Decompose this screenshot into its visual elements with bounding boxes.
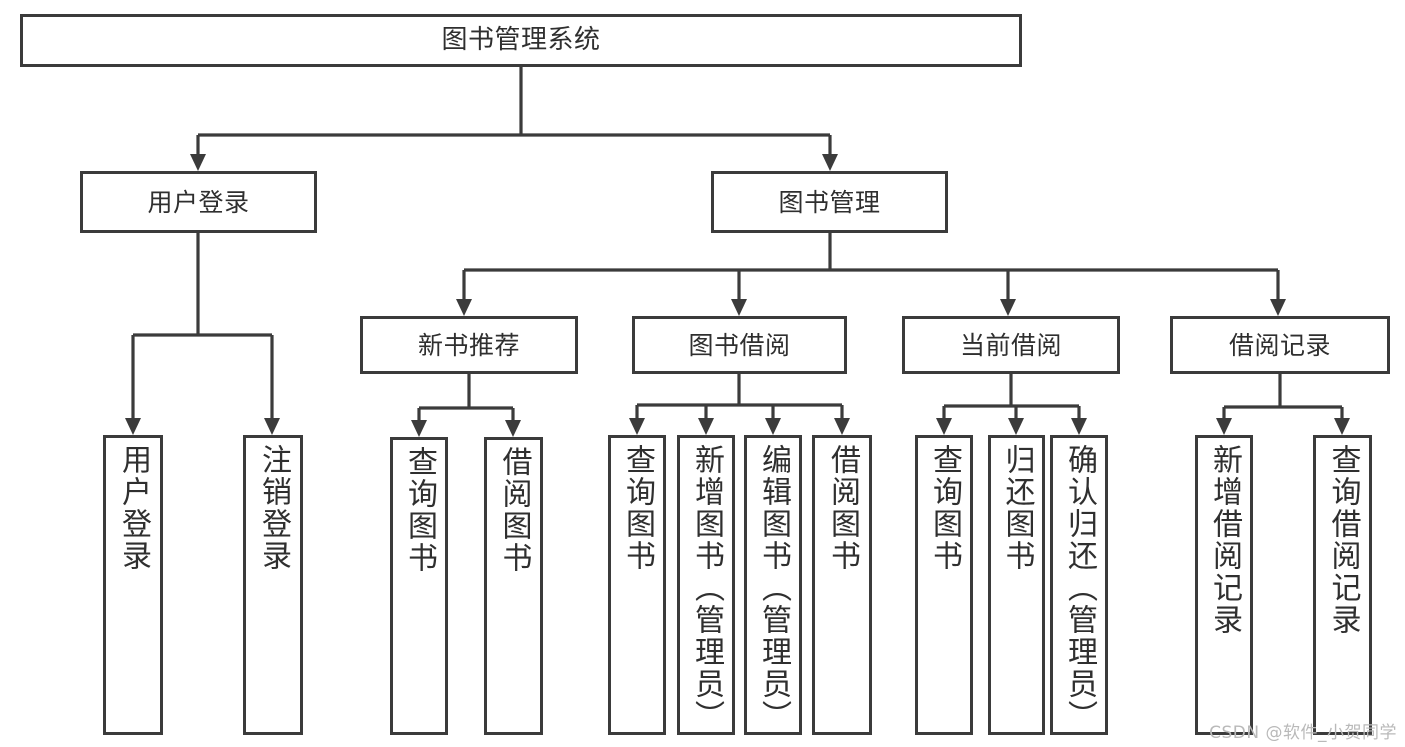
level2-node-1[interactable]: 图书管理 <box>711 171 948 233</box>
mgmt-to-level3-1-head <box>731 299 747 316</box>
group-0-to-leaf-0-head <box>411 420 427 437</box>
leaf-node-8[interactable]: 查询图书 <box>915 435 973 735</box>
level3-node-2[interactable]: 当前借阅 <box>902 316 1120 374</box>
group-2-to-leaf-0-head <box>936 418 952 435</box>
group-1-to-leaf-0-head <box>629 418 645 435</box>
leaf-node-4[interactable]: 查询图书 <box>608 435 666 735</box>
group-3-to-leaf-1-head <box>1334 418 1350 435</box>
leaf-node-11[interactable]: 新增借阅记录 <box>1195 435 1253 735</box>
group-3-to-leaf-0-head <box>1216 418 1232 435</box>
leaf-node-1[interactable]: 注销登录 <box>243 435 303 735</box>
group-2-to-leaf-2-head <box>1071 418 1087 435</box>
mgmt-to-level3-2-head <box>1000 299 1016 316</box>
level3-node-3[interactable]: 借阅记录 <box>1170 316 1390 374</box>
node-label: 注销登录 <box>256 444 291 572</box>
group-1-to-leaf-3-head <box>834 418 850 435</box>
node-label: 当前借阅 <box>959 330 1062 360</box>
user-to-leaf-1-head <box>264 418 280 435</box>
group-1-to-leaf-2-head <box>765 418 781 435</box>
node-label: 确认归还（管理员） <box>1062 444 1097 732</box>
group-2-to-leaf-1-head <box>1008 418 1024 435</box>
root-to-level2-0-head <box>190 154 206 171</box>
leaf-node-10[interactable]: 确认归还（管理员） <box>1050 435 1108 735</box>
node-label: 归还图书 <box>999 444 1035 572</box>
leaf-node-9[interactable]: 归还图书 <box>988 435 1045 735</box>
group-0-to-leaf-1-head <box>505 420 521 437</box>
leaf-node-5[interactable]: 新增图书（管理员） <box>677 435 735 735</box>
leaf-node-2[interactable]: 查询图书 <box>390 437 448 735</box>
group-1-to-leaf-1-head <box>698 418 714 435</box>
node-label: 图书管理 <box>778 187 881 217</box>
node-label: 编辑图书（管理员） <box>756 444 791 732</box>
node-label: 用户登录 <box>116 444 151 572</box>
level2-node-0[interactable]: 用户登录 <box>80 171 317 233</box>
mgmt-to-level3-3-head <box>1270 299 1286 316</box>
root-to-level2-1-head <box>822 154 838 171</box>
node-label: 查询借阅记录 <box>1325 444 1361 636</box>
leaf-node-12[interactable]: 查询借阅记录 <box>1313 435 1372 735</box>
node-label: 借阅图书 <box>496 446 532 574</box>
leaf-node-6[interactable]: 编辑图书（管理员） <box>744 435 802 735</box>
node-label: 图书借阅 <box>688 330 791 360</box>
node-label: 借阅记录 <box>1228 330 1331 360</box>
level3-node-0[interactable]: 新书推荐 <box>360 316 578 374</box>
leaf-node-7[interactable]: 借阅图书 <box>812 435 872 735</box>
node-label: 用户登录 <box>147 187 250 217</box>
mgmt-to-level3-0-head <box>456 299 472 316</box>
node-label: 图书管理系统 <box>441 25 601 56</box>
node-label: 新书推荐 <box>417 330 520 360</box>
node-label: 查询图书 <box>927 444 962 572</box>
leaf-node-0[interactable]: 用户登录 <box>103 435 163 735</box>
node-label: 查询图书 <box>620 444 655 572</box>
root-node[interactable]: 图书管理系统 <box>20 14 1022 67</box>
user-to-leaf-0-head <box>125 418 141 435</box>
node-label: 借阅图书 <box>825 444 860 572</box>
node-label: 查询图书 <box>402 446 437 574</box>
level3-node-1[interactable]: 图书借阅 <box>632 316 847 374</box>
node-label: 新增图书（管理员） <box>689 444 724 732</box>
node-label: 新增借阅记录 <box>1207 444 1242 636</box>
leaf-node-3[interactable]: 借阅图书 <box>484 437 543 735</box>
